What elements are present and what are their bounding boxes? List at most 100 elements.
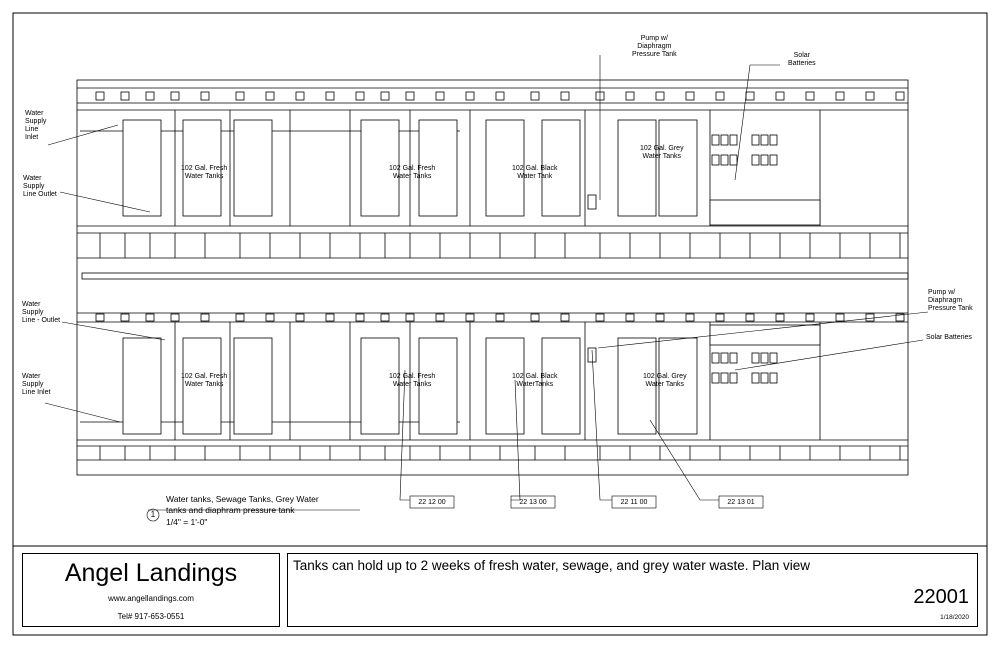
water-tank xyxy=(485,119,525,217)
battery-cell xyxy=(729,134,738,146)
joist-bracket xyxy=(685,91,695,101)
battery-cell xyxy=(760,134,769,146)
leader-line xyxy=(47,124,119,146)
joist-bracket xyxy=(835,313,845,322)
center-beam xyxy=(81,272,909,280)
keynote-tag: 22 13 01 xyxy=(727,499,755,506)
battery-cell xyxy=(751,154,760,166)
callout-water-supply-inlet-bottom: Water Supply Line Inlet xyxy=(22,373,51,396)
joist-bracket xyxy=(170,313,180,322)
joist-bracket xyxy=(295,313,305,322)
water-tank xyxy=(485,337,525,435)
joist-bracket xyxy=(325,91,335,101)
battery-cell xyxy=(760,154,769,166)
water-tank xyxy=(233,337,273,435)
joist-bracket xyxy=(435,313,445,322)
description-box: Tanks can hold up to 2 weeks of fresh wa… xyxy=(287,553,978,627)
battery-cell xyxy=(729,352,738,364)
battery-cell xyxy=(729,372,738,384)
joist-bracket xyxy=(495,313,505,322)
battery-cell xyxy=(720,352,729,364)
water-tank xyxy=(233,119,273,217)
company-name: Angel Landings xyxy=(64,559,238,587)
joist-bracket xyxy=(325,313,335,322)
joist-bracket xyxy=(235,91,245,101)
joist-bracket xyxy=(295,91,305,101)
view-title-line-2: tanks and diaphram pressure tank xyxy=(166,505,295,515)
joist-bracket xyxy=(170,91,180,101)
joist-bracket xyxy=(380,91,390,101)
water-tank xyxy=(617,337,657,435)
water-tank xyxy=(418,337,458,435)
leader-line xyxy=(734,64,780,181)
joist-bracket xyxy=(380,313,390,322)
water-tank xyxy=(658,337,698,435)
solar-panel xyxy=(709,324,821,346)
joist-bracket xyxy=(530,91,540,101)
battery-cell xyxy=(760,372,769,384)
callout-solar-top: Solar Batteries xyxy=(788,52,816,67)
joist-bracket xyxy=(805,313,815,322)
tank-label-fresh-bottom-1: 102 Gal. Fresh Water Tanks xyxy=(181,373,228,388)
battery-cell xyxy=(711,352,720,364)
joist-bracket xyxy=(560,313,570,322)
joist-bracket xyxy=(805,91,815,101)
joist-bracket xyxy=(235,313,245,322)
joist-bracket xyxy=(355,91,365,101)
battery-cell xyxy=(769,134,778,146)
project-number: 22001 xyxy=(913,586,969,608)
joist-bracket xyxy=(625,91,635,101)
joist-bracket xyxy=(715,313,725,322)
leader-line xyxy=(649,419,719,501)
joist-bracket xyxy=(895,91,905,101)
leader-line xyxy=(734,339,924,371)
joist-bracket xyxy=(495,91,505,101)
callout-pump-bottom: Pump w/ Diaphragm Pressure Tank xyxy=(928,289,973,312)
joist-bracket xyxy=(775,91,785,101)
battery-cell xyxy=(751,134,760,146)
sheet-border xyxy=(12,12,988,636)
tank-label-black-bottom: 102 Gal. Black WaterTanks xyxy=(512,373,558,388)
battery-cell xyxy=(760,352,769,364)
joist-bracket xyxy=(145,91,155,101)
water-tank xyxy=(360,337,400,435)
leader-line xyxy=(44,402,121,423)
joist-bracket xyxy=(145,313,155,322)
joist-bracket xyxy=(405,91,415,101)
battery-cell xyxy=(711,154,720,166)
water-tank xyxy=(122,119,162,217)
joist-bracket xyxy=(655,313,665,322)
water-tank xyxy=(182,337,222,435)
water-tank xyxy=(182,119,222,217)
battery-cell xyxy=(711,372,720,384)
callout-solar-bottom: Solar Batteries xyxy=(926,334,972,341)
callout-water-supply-outlet-top: Water Supply Line Outlet xyxy=(23,175,57,198)
view-number: 1 xyxy=(150,510,156,519)
joist-bracket xyxy=(95,91,105,101)
tank-label-fresh-bottom-2: 102 Gal. Fresh Water Tanks xyxy=(389,373,436,388)
joist-bracket xyxy=(200,313,210,322)
tank-label-grey-top: 102 Gal. Grey Water Tanks xyxy=(640,145,684,160)
keynote-tag: 22 13 00 xyxy=(519,499,547,506)
joist-bracket xyxy=(265,91,275,101)
keynote-tag-box xyxy=(510,495,556,509)
battery-cell xyxy=(711,134,720,146)
joist-bracket xyxy=(655,91,665,101)
battery-cell xyxy=(720,372,729,384)
leader-line xyxy=(399,369,410,501)
keynote-tag-box xyxy=(718,495,764,509)
water-tank xyxy=(541,337,581,435)
leader-line xyxy=(511,379,521,501)
tank-label-grey-bottom: 102 Gal. Grey Water Tanks xyxy=(643,373,687,388)
company-website: www.angellandings.com xyxy=(108,594,194,603)
joist-bracket xyxy=(895,313,905,322)
joist-bracket xyxy=(200,91,210,101)
joist-bracket xyxy=(530,313,540,322)
water-tank xyxy=(418,119,458,217)
leader-line xyxy=(597,311,929,349)
joist-bracket xyxy=(265,313,275,322)
callout-pump-top: Pump w/ Diaphragm Pressure Tank xyxy=(632,35,677,58)
joist-bracket xyxy=(405,313,415,322)
joist-bracket xyxy=(595,313,605,322)
view-scale: 1/4" = 1'-0" xyxy=(166,517,208,527)
